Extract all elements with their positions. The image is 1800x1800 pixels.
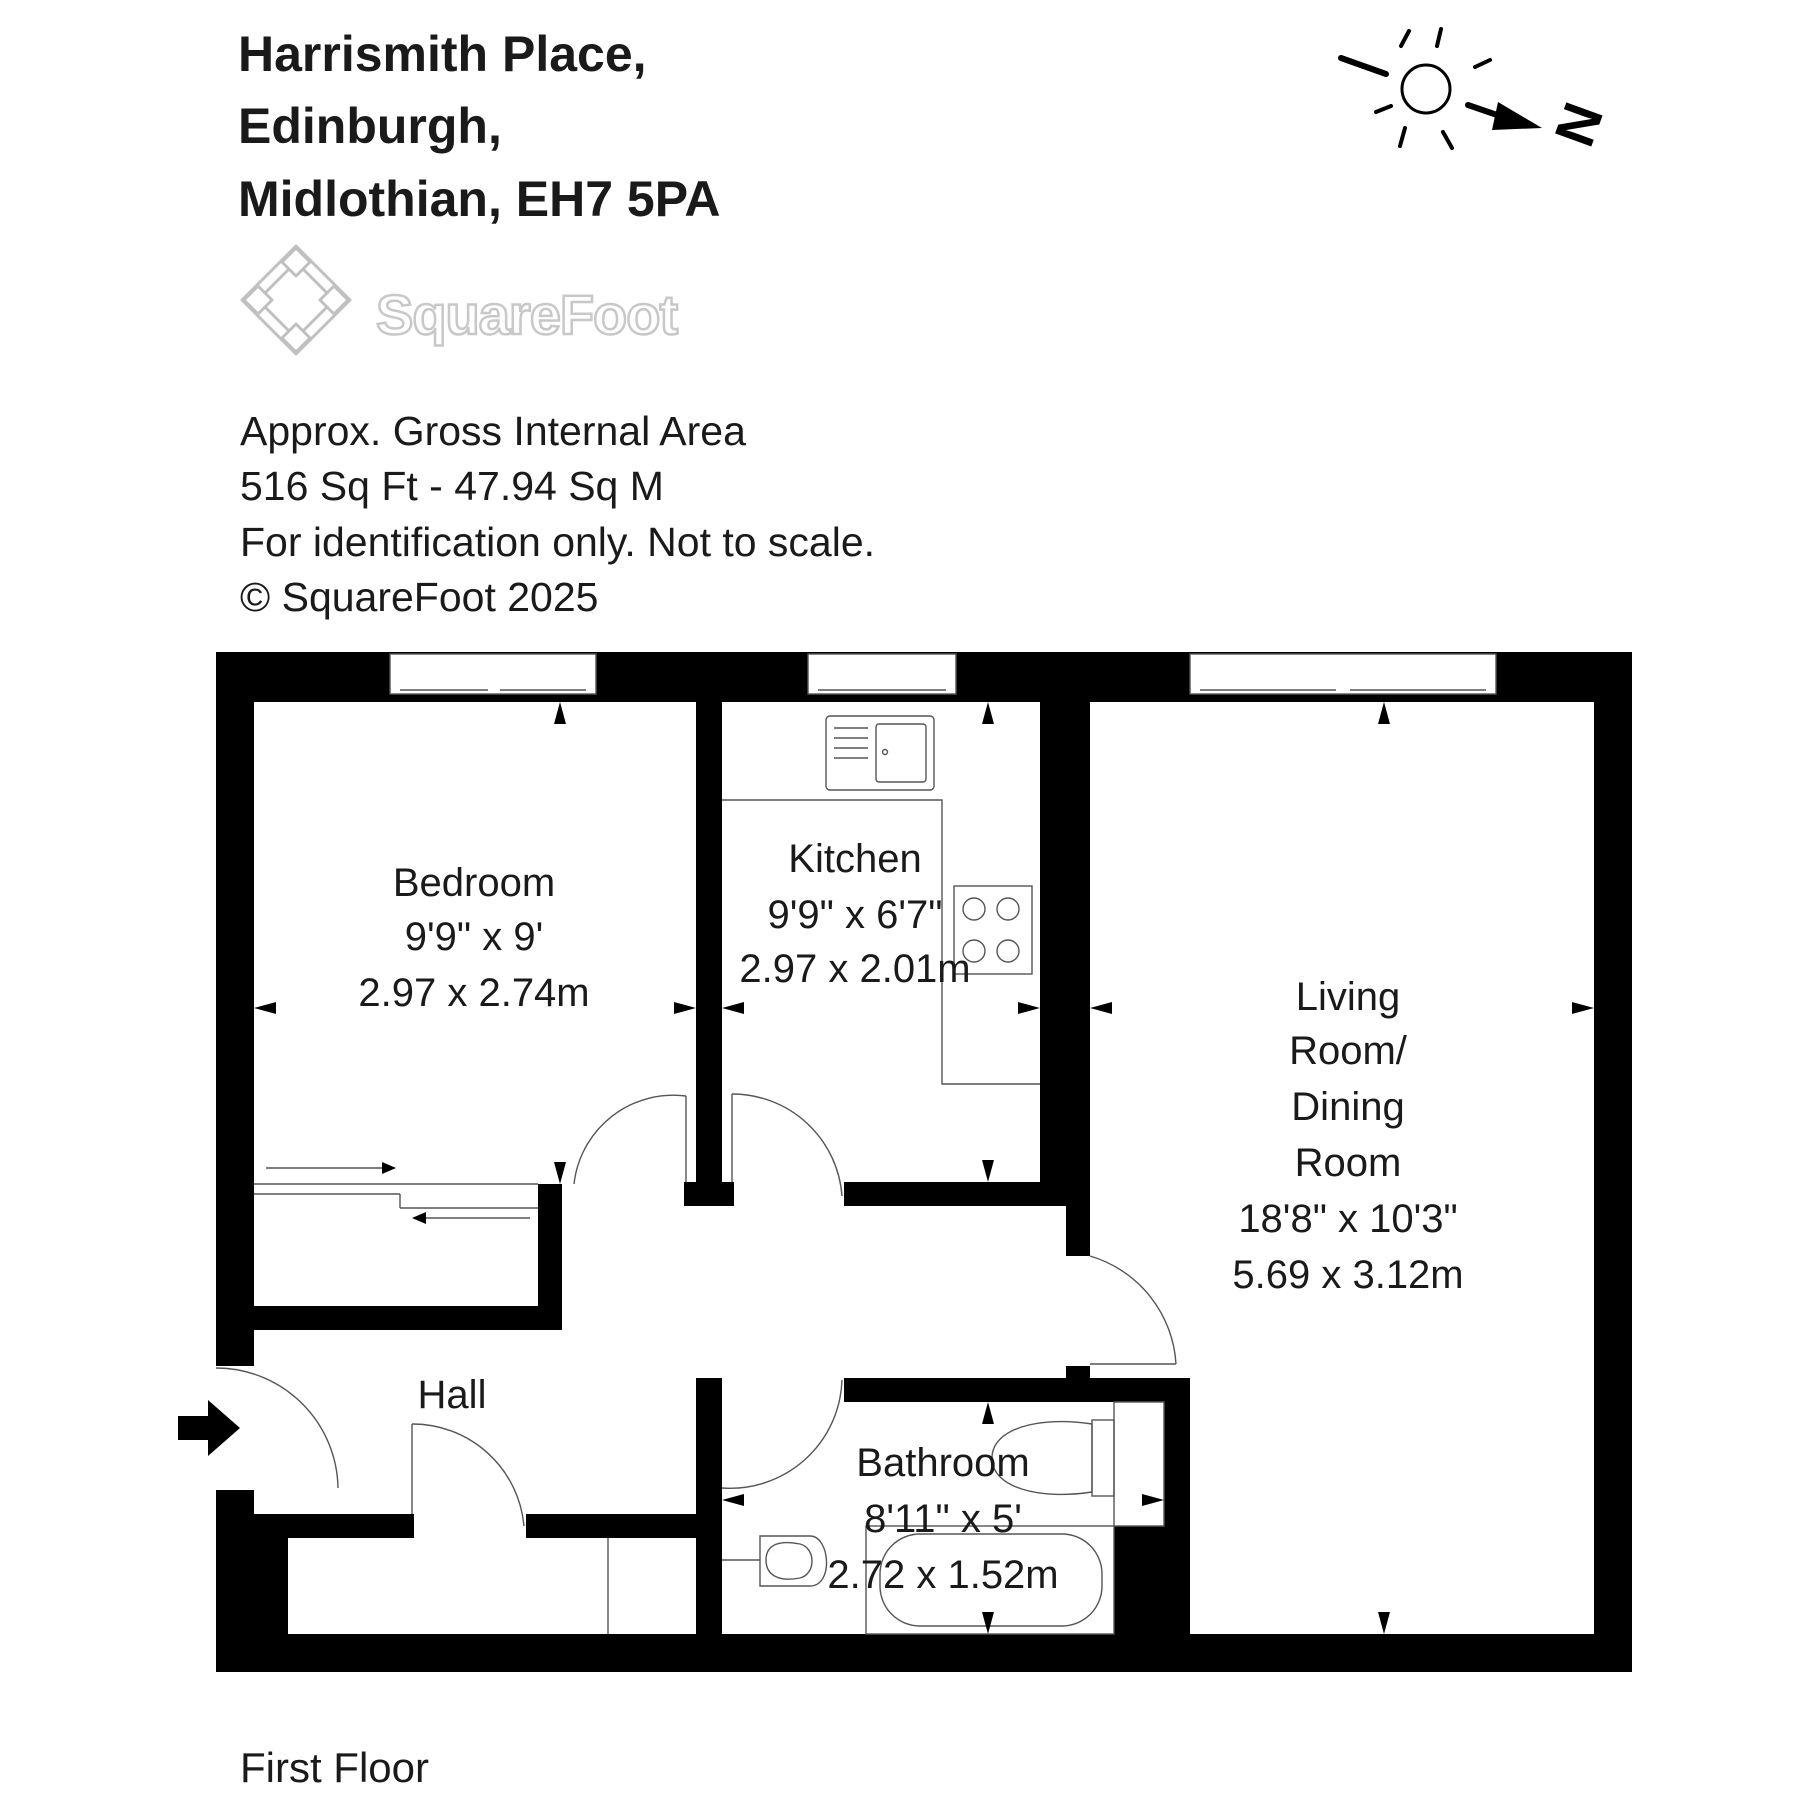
bathroom-fixtures bbox=[722, 1401, 1165, 1635]
kitchen-fixtures bbox=[722, 715, 1040, 1085]
bathroom-metric: 2.72 x 1.52m bbox=[827, 1553, 1058, 1597]
copyright: © SquareFoot 2025 bbox=[240, 574, 598, 620]
kitchen-label: Kitchen bbox=[788, 837, 921, 881]
living-label-2: Room/ bbox=[1289, 1029, 1408, 1073]
disclaimer: For identification only. Not to scale. bbox=[240, 519, 875, 565]
hall-label: Hall bbox=[418, 1373, 487, 1417]
area-label: Approx. Gross Internal Area bbox=[240, 408, 746, 454]
bedroom-imperial: 9'9" x 9' bbox=[405, 915, 543, 959]
bedroom-label: Bedroom bbox=[393, 861, 555, 905]
bathroom-label: Bathroom bbox=[856, 1441, 1029, 1485]
living-metric: 5.69 x 3.12m bbox=[1232, 1253, 1463, 1297]
living-label-3: Dining bbox=[1291, 1085, 1404, 1129]
area-value: 516 Sq Ft - 47.94 Sq M bbox=[240, 463, 664, 509]
kitchen-metric: 2.97 x 2.01m bbox=[739, 947, 970, 991]
compass-north-label: N bbox=[1542, 95, 1615, 155]
dimension-arrows bbox=[254, 702, 1594, 1634]
bedroom-metric: 2.97 x 2.74m bbox=[358, 971, 589, 1015]
address-line-2: Edinburgh, bbox=[238, 98, 502, 154]
logo-wordmark: SquareFoot bbox=[376, 283, 677, 346]
address-line-1: Harrismith Place, bbox=[238, 26, 647, 82]
living-imperial: 18'8" x 10'3" bbox=[1238, 1197, 1457, 1241]
windows bbox=[389, 653, 1497, 695]
living-label-4: Room bbox=[1295, 1141, 1402, 1185]
address-line-3: Midlothian, EH7 5PA bbox=[238, 171, 720, 227]
living-label-1: Living bbox=[1296, 975, 1401, 1019]
kitchen-imperial: 9'9" x 6'7" bbox=[768, 893, 943, 937]
entrance-arrow-icon bbox=[178, 1400, 240, 1456]
bedroom-wardrobe bbox=[254, 1162, 538, 1224]
squarefoot-logo-icon bbox=[240, 244, 352, 356]
doors bbox=[215, 1093, 1177, 1634]
bathroom-imperial: 8'11" x 5' bbox=[864, 1497, 1022, 1541]
floor-label: First Floor bbox=[240, 1744, 429, 1791]
sun-compass-icon bbox=[1338, 27, 1542, 150]
